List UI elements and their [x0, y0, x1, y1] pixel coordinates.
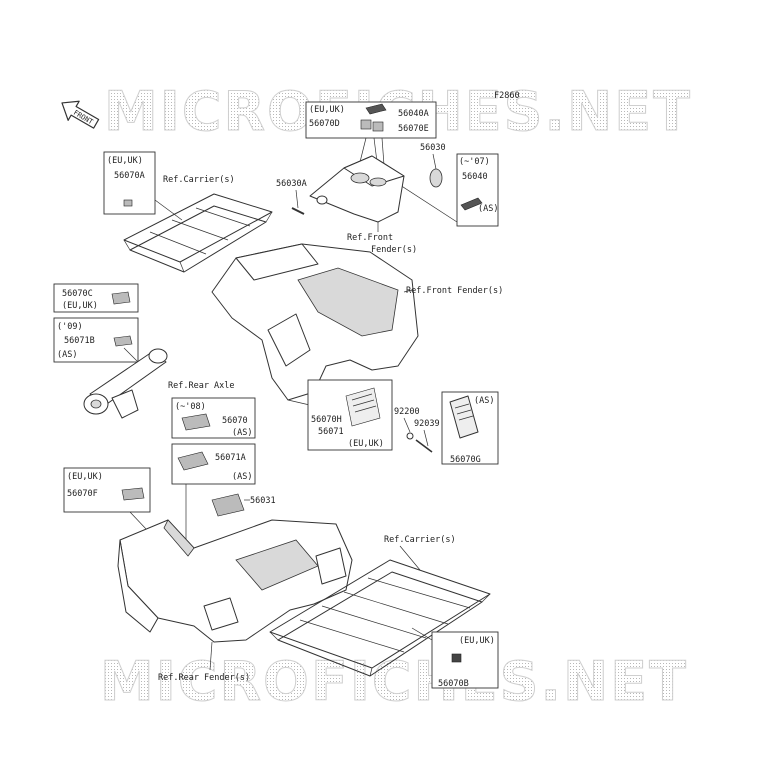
note: (AS)	[232, 472, 252, 482]
qualifier: (EU,UK)	[348, 439, 384, 449]
callout-56070: (~'08) 56070 (AS)	[171, 397, 256, 439]
ref-front-fender: Ref.Front Fender(s)	[406, 286, 503, 296]
callout-56070A: (EU,UK) 56070A	[103, 151, 183, 221]
qualifier: (EU,UK)	[62, 301, 98, 311]
part-number-56040A: 56040A	[398, 109, 429, 119]
part-92200: 92200	[394, 407, 420, 417]
callout-56070H: 56070H 56071 (EU,UK)	[307, 379, 393, 451]
callout-56070F: (EU,UK) 56070F	[63, 467, 165, 549]
note: (AS)	[57, 350, 77, 360]
callout-56071B: ('09) 56071B (AS)	[53, 317, 143, 367]
ref-rear-fender: Ref.Rear Fender(s)	[158, 673, 250, 683]
part-number: 56070A	[114, 171, 145, 181]
front-arrow-icon: FRONT	[61, 100, 100, 129]
qualifier: (EU,UK)	[459, 636, 495, 646]
part-number: 56070B	[438, 679, 469, 689]
note: (AS)	[478, 204, 498, 214]
callout-56040A-group: (EU,UK) 56040A 56070D 56070E	[305, 101, 437, 171]
part-number: 56070C	[62, 289, 93, 299]
part-number: 56070G	[450, 455, 481, 465]
washer-92200	[406, 432, 414, 440]
callout-56071A: 56071A (AS)	[171, 443, 256, 542]
part-number-56070D: 56070D	[309, 119, 340, 129]
rear-fender	[117, 519, 353, 671]
decal-56031	[211, 493, 245, 517]
diagram-code: F2860	[494, 91, 520, 101]
callout-56070G: (AS) 56070G	[441, 391, 499, 465]
part-number-56070E: 56070E	[398, 124, 429, 134]
note: (AS)	[232, 428, 252, 438]
callout-56040: (~'07) 56040 (AS)	[379, 153, 498, 227]
part-56030: 56030	[420, 143, 446, 153]
part-number: 56071B	[64, 336, 95, 346]
cap-56030	[429, 168, 443, 188]
note: (AS)	[474, 396, 494, 406]
part-number: 56070	[222, 416, 248, 426]
qualifier: ('09)	[57, 322, 83, 332]
qualifier: (~'07)	[459, 157, 490, 167]
part-number: 56040	[462, 172, 488, 182]
watermark-bottom: MICROFICHES.NET	[100, 650, 688, 713]
front-carrier	[123, 193, 273, 273]
front-fender-cowl	[309, 155, 405, 232]
part-92039: 92039	[414, 419, 440, 429]
qualifier: (EU,UK)	[309, 105, 345, 115]
part-number-56070H: 56070H	[311, 415, 342, 425]
ref-front-fender-line1: Ref.Front	[347, 233, 393, 243]
front-fender	[211, 243, 419, 413]
rear-axle	[83, 348, 168, 419]
part-number: 56070F	[67, 489, 98, 499]
ref-carrier-bottom: Ref.Carrier(s)	[384, 535, 456, 545]
callout-56070B: (EU,UK) 56070B	[411, 627, 499, 689]
part-number-56071: 56071	[318, 427, 344, 437]
rear-carrier	[269, 545, 491, 677]
qualifier: (~'08)	[175, 402, 206, 412]
part-number: 56071A	[215, 453, 246, 463]
qualifier: (EU,UK)	[67, 472, 103, 482]
qualifier: (EU,UK)	[107, 156, 143, 166]
callout-56070C: 56070C (EU,UK)	[53, 283, 139, 313]
part-56030A: 56030A	[276, 179, 307, 189]
ref-rear-axle: Ref.Rear Axle	[168, 381, 235, 391]
ref-front-fender-line2: Fender(s)	[371, 245, 417, 255]
part-56031: 56031	[250, 496, 276, 506]
ref-carrier-top: Ref.Carrier(s)	[163, 175, 235, 185]
